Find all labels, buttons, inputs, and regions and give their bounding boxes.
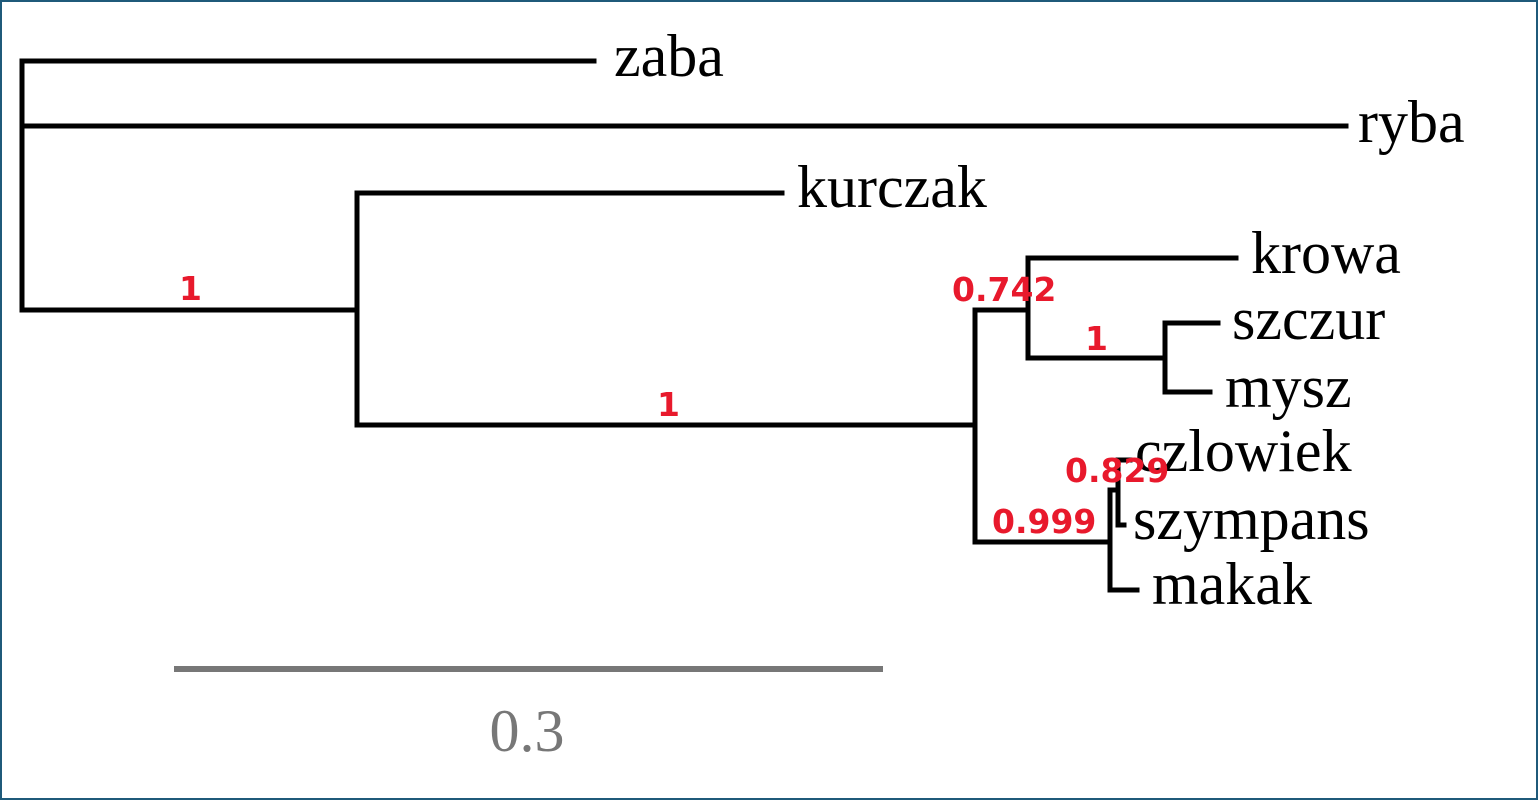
leaf-label-czlowiek: czlowiek xyxy=(1135,418,1352,484)
support-birds-mammals: 1 xyxy=(179,269,202,308)
leaf-label-makak: makak xyxy=(1152,551,1312,617)
scale-bar-label: 0.3 xyxy=(490,698,565,764)
support-primates: 0.999 xyxy=(992,502,1096,541)
leaf-label-krowa: krowa xyxy=(1251,220,1401,286)
support-human-chimp: 0.829 xyxy=(1065,451,1169,490)
support-mammals: 1 xyxy=(657,385,680,424)
leaf-label-zaba: zaba xyxy=(614,23,724,89)
leaf-label-szympans: szympans xyxy=(1133,486,1370,552)
support-rodents: 1 xyxy=(1085,319,1108,358)
leaf-label-kurczak: kurczak xyxy=(797,154,987,220)
support-krowa-rodents: 0.742 xyxy=(952,270,1056,309)
leaf-label-szczur: szczur xyxy=(1232,286,1385,352)
leaf-label-mysz: mysz xyxy=(1225,354,1352,420)
leaf-label-ryba: ryba xyxy=(1358,89,1465,155)
